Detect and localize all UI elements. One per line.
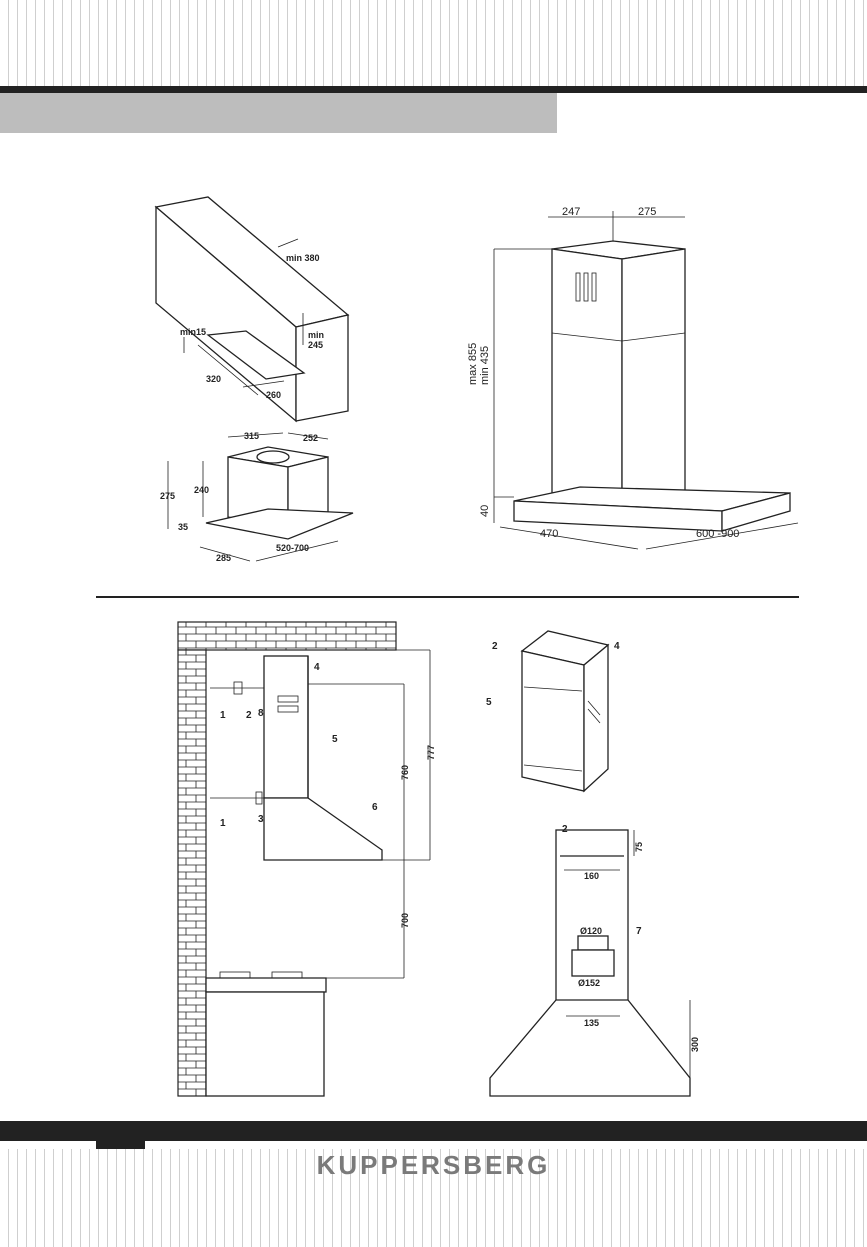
figure-chimney-box: min 380 min 245 min15 320 260 315 252 27… (154, 196, 354, 563)
front-label-120: Ø120 (580, 926, 602, 936)
front-chimney (555, 829, 629, 1007)
label-35: 35 (178, 522, 188, 532)
duct-collar (577, 935, 609, 951)
chimney-cover (263, 655, 309, 799)
front-label-300: 300 (690, 1037, 700, 1052)
chimney-side (621, 248, 686, 504)
base-cabinet (205, 991, 325, 1097)
label-3: 3 (258, 814, 264, 825)
label-260: 260 (266, 390, 281, 400)
duct-opening (256, 450, 290, 464)
label-285: 285 (216, 553, 231, 563)
label-max-855: max 855 (467, 343, 479, 385)
top-rule (0, 86, 867, 93)
figure-chimney-parts: 2 4 5 (486, 630, 620, 793)
label-min15: min15 (180, 327, 206, 337)
label-520-700: 520-700 (276, 543, 309, 553)
brand-logo: KUPPERSBERG (316, 1150, 551, 1180)
front-label-75: 75 (634, 842, 644, 852)
label-6: 6 (372, 802, 378, 813)
label-247: 247 (562, 206, 580, 218)
label-8: 8 (258, 708, 264, 719)
label-470: 470 (540, 528, 558, 540)
front-label-160: 160 (584, 871, 599, 881)
label-40: 40 (479, 505, 491, 517)
hood-body (263, 797, 383, 861)
label-245: 245 (308, 340, 323, 350)
label-min-380: min 380 (286, 253, 320, 263)
hood-base-plate (205, 508, 354, 540)
figure-island-hood: 247 275 max 855 min 435 40 470 600 -900 (467, 206, 799, 550)
upper-box-side (295, 314, 349, 422)
figure-front-view: 2 7 75 160 Ø120 Ø152 135 300 (489, 824, 700, 1097)
section-divider (96, 596, 799, 598)
front-label-135: 135 (584, 1018, 599, 1028)
top-stripe-pattern (0, 0, 867, 86)
label-275: 275 (638, 206, 656, 218)
cooktop (205, 977, 327, 993)
bottom-rule (0, 1121, 867, 1141)
parts-label-2: 2 (492, 641, 498, 652)
label-240: 240 (194, 485, 209, 495)
ceiling-bricks (177, 621, 397, 651)
label-5: 5 (332, 734, 338, 745)
duct-adapter (571, 949, 615, 977)
label-min-435: min 435 (479, 346, 491, 385)
parts-label-4: 4 (614, 641, 620, 652)
label-4: 4 (314, 662, 320, 673)
label-700: 700 (400, 913, 410, 928)
label-600-900: 600 -900 (696, 528, 739, 540)
label-315: 315 (244, 431, 259, 441)
wall-bricks (177, 649, 207, 1097)
hood-canopy-side (721, 492, 791, 532)
label-275: 275 (160, 491, 175, 501)
bottom-stripe-pattern (0, 1149, 867, 1247)
label-760: 760 (400, 765, 410, 780)
filter-plate (206, 330, 306, 380)
front-label-2: 2 (562, 824, 568, 835)
label-1-top: 1 (220, 710, 226, 721)
front-hood (489, 999, 691, 1097)
label-min: min (308, 330, 324, 340)
page-tab (96, 1141, 145, 1149)
label-320: 320 (206, 374, 221, 384)
figure-wall-install: 1 2 8 4 5 6 1 3 777 760 700 (177, 621, 436, 1097)
label-252: 252 (303, 433, 318, 443)
label-1-bottom: 1 (220, 818, 226, 829)
front-label-7: 7 (636, 926, 642, 937)
front-label-152: Ø152 (578, 978, 600, 988)
parts-label-5: 5 (486, 697, 492, 708)
chimney-front (551, 248, 623, 504)
section-header-band (0, 93, 557, 133)
label-2: 2 (246, 710, 252, 721)
label-777: 777 (426, 745, 436, 760)
